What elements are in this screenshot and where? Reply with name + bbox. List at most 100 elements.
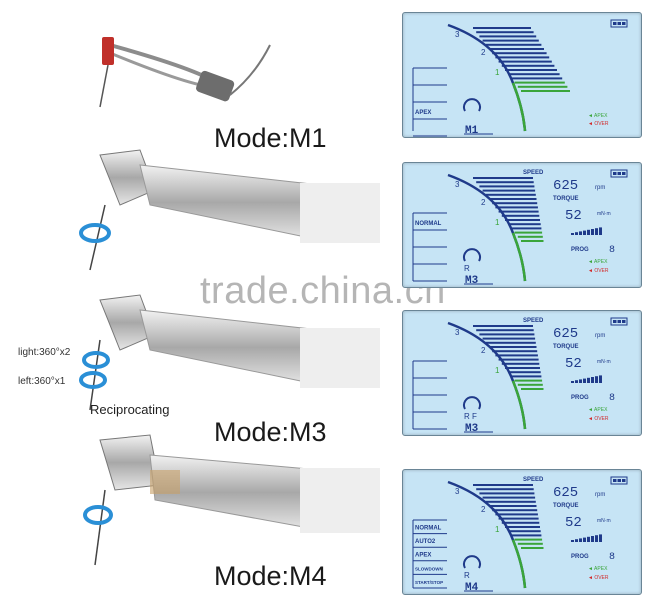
- torque-bar: [579, 231, 582, 235]
- prog-label: PROG: [571, 247, 589, 253]
- speed-label: SPEED: [523, 170, 544, 176]
- annotation-left: left:360°x1: [18, 376, 66, 387]
- depth-bar: [495, 354, 538, 357]
- depth-bar: [492, 202, 538, 205]
- speed-label: SPEED: [523, 318, 544, 324]
- depth-bar: [479, 185, 535, 188]
- depth-bar: [508, 223, 541, 226]
- scale-arc-green: [511, 539, 527, 589]
- battery-cell: [622, 172, 626, 175]
- depth-bar: [482, 337, 536, 340]
- scale-label: 1: [495, 68, 500, 77]
- depth-bar: [489, 198, 537, 200]
- scale-label: 2: [481, 48, 486, 57]
- torque-value: 52: [565, 515, 582, 531]
- depth-bar: [479, 492, 535, 495]
- torque-bar: [591, 377, 594, 383]
- battery-cell: [613, 479, 617, 482]
- battery-cell: [613, 172, 617, 175]
- battery-cell: [613, 320, 617, 323]
- depth-bar: [517, 383, 543, 386]
- depth-bar: [521, 240, 544, 242]
- depth-bar: [473, 177, 533, 179]
- depth-bar: [517, 85, 568, 88]
- torque-unit: mN·m: [597, 359, 611, 365]
- battery-icon: [610, 19, 628, 28]
- mode-readout: M1: [465, 125, 479, 137]
- rotation-label: R: [464, 571, 470, 580]
- torque-unit: mN·m: [597, 518, 611, 524]
- mode-readout: M3: [465, 275, 479, 287]
- apex-indicator: ◄ APEX: [588, 566, 608, 572]
- handpiece-m3-illustration: [79, 294, 380, 411]
- torque-unit: mN·m: [597, 211, 611, 217]
- torque-bar: [591, 536, 594, 542]
- torque-label: TORQUE: [553, 344, 579, 350]
- torque-bar: [599, 375, 602, 383]
- depth-bar: [514, 81, 565, 84]
- annotation-light: light:360°x2: [18, 347, 71, 358]
- depth-bar: [485, 43, 542, 46]
- over-indicator: ◄ OVER: [588, 121, 609, 127]
- battery-cell: [617, 320, 621, 323]
- depth-bar: [517, 542, 543, 545]
- rpm-unit: rpm: [595, 333, 605, 339]
- depth-bar: [473, 27, 531, 29]
- depth-bar: [511, 77, 563, 80]
- depth-bar: [514, 379, 543, 382]
- scale-label: 1: [495, 218, 500, 227]
- mode-m3-label: Mode:M3: [214, 417, 327, 447]
- rpm-unit: rpm: [595, 492, 605, 498]
- depth-bar: [489, 505, 537, 507]
- battery-cell: [617, 22, 621, 25]
- handpiece-m1-illustration: [99, 37, 271, 108]
- depth-bar: [473, 484, 533, 486]
- torque-bar: [571, 233, 574, 235]
- prog-label: PROG: [571, 554, 589, 560]
- depth-bar: [482, 496, 536, 499]
- scale-label: 3: [455, 328, 460, 337]
- rotation-icon: [463, 98, 481, 112]
- torque-bar: [587, 377, 590, 383]
- scale-arc-green: [511, 380, 527, 430]
- depth-bar: [482, 189, 536, 192]
- scale-label: 2: [481, 505, 486, 514]
- rotation-icon: [463, 396, 481, 410]
- torque-bar: [583, 537, 586, 542]
- lcd-screen-4: 321NORMALAUTO2APEXSLOWDOWNSTART/STOPRM4◄…: [412, 476, 628, 594]
- torque-bar: [583, 378, 586, 383]
- side-label: NORMAL: [415, 221, 442, 227]
- torque-bar: [595, 228, 598, 235]
- torque-bar: [575, 232, 578, 235]
- torque-value: 52: [565, 208, 582, 224]
- speed-value: 625: [553, 485, 578, 501]
- handpiece-m2-illustration: [79, 149, 380, 271]
- torque-bar: [571, 540, 574, 542]
- depth-bar: [498, 517, 539, 520]
- depth-bar: [476, 488, 534, 491]
- torque-value: 52: [565, 356, 582, 372]
- torque-bar: [595, 376, 598, 383]
- prog-value: 8: [609, 245, 615, 256]
- torque-bar: [599, 227, 602, 235]
- prog-value: 8: [609, 552, 615, 563]
- mode-m1-label: Mode:M1: [214, 123, 327, 153]
- depth-bar: [485, 193, 536, 196]
- side-label: APEX: [415, 110, 431, 116]
- depth-bar: [485, 500, 536, 503]
- side-label: SLOWDOWN: [415, 566, 443, 571]
- rpm-unit: rpm: [595, 185, 605, 191]
- scale-label: 2: [481, 198, 486, 207]
- side-label: START/STOP: [415, 580, 443, 585]
- rotation-label: R: [464, 264, 470, 273]
- apex-indicator: ◄ APEX: [588, 407, 608, 413]
- speed-value: 625: [553, 178, 578, 194]
- depth-bar: [489, 48, 544, 50]
- depth-bar: [473, 325, 533, 327]
- torque-label: TORQUE: [553, 196, 579, 202]
- torque-bar: [571, 381, 574, 383]
- depth-bar: [508, 530, 541, 533]
